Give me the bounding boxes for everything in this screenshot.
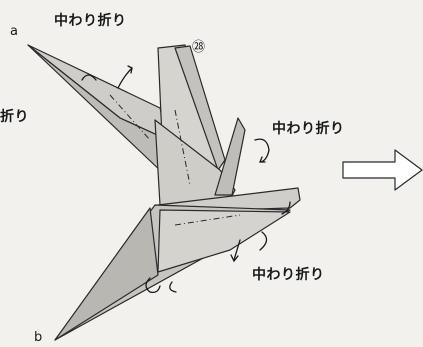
next-step-arrow [343,150,422,190]
point-b-label: b [34,330,42,345]
annotation-bottom: 中わり折り [252,264,325,284]
point-a-label: a [10,24,18,39]
bottom-fold-arrow-2 [260,232,267,250]
lower-flap-inner [55,208,158,340]
upper-left-flap [28,45,168,140]
step-number: ㉘ [192,36,205,55]
lower-flap-right [158,210,290,272]
top-fold-arrow [118,68,132,88]
annotation-left-partial: 折り [0,106,29,126]
loop-arrow-2 [170,282,176,292]
annotation-top: 中わり折り [54,10,127,30]
annotation-right: 中わり折り [272,118,345,138]
